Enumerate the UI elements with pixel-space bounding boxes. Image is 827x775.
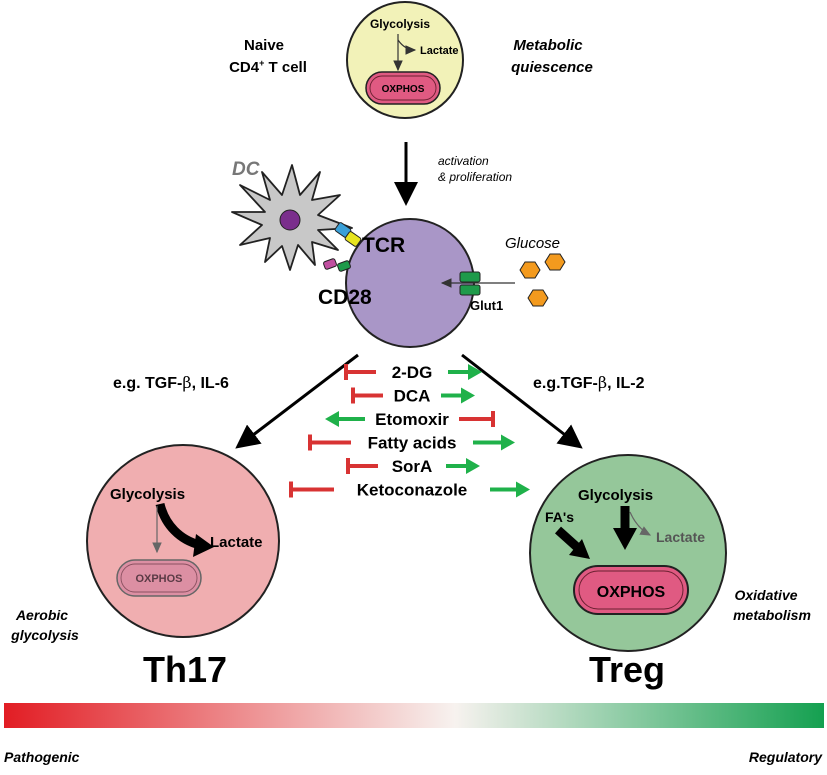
th17-state-line1: Aerobic (15, 607, 68, 623)
treg-fas-flux-arrowhead (569, 539, 590, 559)
th17-cytokines: e.g. TGF-β, IL-6 (113, 373, 229, 392)
naive-lactate-arrow (397, 39, 417, 55)
naive-glycolysis-label: Glycolysis (370, 17, 430, 31)
compound-row: Etomoxir (325, 410, 495, 429)
dc-nucleus (279, 209, 301, 231)
tcr-label: TCR (362, 234, 405, 257)
naive-state-line2: quiescence (511, 59, 593, 76)
treg-promote-arrow (446, 458, 480, 474)
compound-name: SorA (392, 457, 433, 476)
compound-row: Ketoconazole (289, 481, 530, 500)
pathogenic-regulatory-gradient (4, 703, 824, 728)
compound-row: SorA (346, 457, 480, 476)
compound-name: Etomoxir (375, 410, 449, 429)
glucose-hexagon-3 (527, 289, 549, 307)
th17-lactate-label: Lactate (210, 534, 263, 551)
glut1-transporter (459, 271, 481, 296)
naive-state-line1: Metabolic (513, 37, 583, 54)
activation-line2: & proliferation (438, 170, 512, 184)
th17-mitochondrion: OXPHOS (116, 559, 202, 597)
treg-glycolysis-flux-arrowhead (613, 528, 637, 550)
th17-inhibit-symbol (346, 458, 378, 474)
treg-mitochondrion: OXPHOS (573, 565, 689, 615)
th17-glycolysis-flux-arrowhead (193, 534, 214, 557)
treg-lactate-arrow (629, 511, 652, 536)
th17-promote-arrow (325, 411, 365, 427)
treg-lactate-label: Lactate (656, 529, 705, 545)
compound-name: Fatty acids (368, 434, 457, 453)
treg-inhibit-symbol (459, 411, 495, 427)
treg-glycolysis-label: Glycolysis (578, 487, 653, 504)
treg-cytokines: e.g.TGF-β, IL-2 (533, 373, 645, 392)
cd28-label: CD28 (318, 286, 372, 309)
dendritic-cell (231, 164, 353, 271)
naive-oxphos-label: OXPHOS (382, 84, 425, 95)
naive-title-line1: Naive (244, 37, 284, 54)
th17-state-line2: glycolysis (10, 627, 79, 643)
treg-promote-arrow (441, 387, 475, 404)
treg-promote-arrow (473, 434, 515, 451)
glut1-label: Glut1 (470, 298, 503, 313)
treg-promote-arrow (448, 364, 482, 380)
th17-inhibit-symbol (351, 387, 383, 404)
treg-state-line2: metabolism (733, 607, 811, 623)
activation-line1: activation (438, 154, 489, 168)
th17-inhibit-symbol (289, 481, 334, 498)
th17-inhibit-symbol (344, 364, 376, 380)
th17-title: Th17 (143, 649, 227, 690)
glucose-molecules (519, 253, 566, 307)
compound-row: DCA (351, 387, 475, 406)
treg-state-line1: Oxidative (734, 587, 797, 603)
naive-lactate-label: Lactate (420, 45, 459, 57)
gradient-right-label: Regulatory (749, 749, 823, 765)
glucose-hexagon-2 (544, 253, 566, 271)
treg-cell-body (529, 454, 727, 652)
naive-mitochondrion: OXPHOS (365, 71, 441, 105)
treg-promote-arrow (490, 481, 530, 498)
naive-title-line2: CD4+ T cell (229, 58, 307, 76)
tcr-receptor (334, 222, 362, 247)
compound-name: 2-DG (392, 363, 433, 382)
th17-differentiation-arrow (235, 353, 359, 449)
cd28-receptor (323, 258, 351, 272)
glucose-hexagon-1 (519, 261, 541, 279)
treg-fas-flux-arrow (554, 526, 582, 552)
glucose-label: Glucose (505, 235, 560, 252)
compound-row: Fatty acids (308, 434, 515, 453)
gradient-left-label: Pathogenic (4, 749, 80, 765)
compound-name: DCA (394, 387, 431, 406)
th17-glycolysis-label: Glycolysis (110, 486, 185, 503)
compound-name: Ketoconazole (357, 481, 468, 500)
dc-label: DC (232, 159, 260, 180)
th17-oxphos-label: OXPHOS (135, 573, 182, 585)
treg-differentiation-arrow (461, 353, 583, 449)
treg-oxphos-label: OXPHOS (597, 584, 666, 601)
naive-cell: Glycolysis Lactate OXPHOS (346, 1, 464, 119)
compound-row: 2-DG (344, 363, 482, 382)
treg-title: Treg (589, 649, 665, 690)
th17-inhibit-symbol (308, 434, 351, 451)
treg-fas-label: FA's (545, 509, 574, 525)
